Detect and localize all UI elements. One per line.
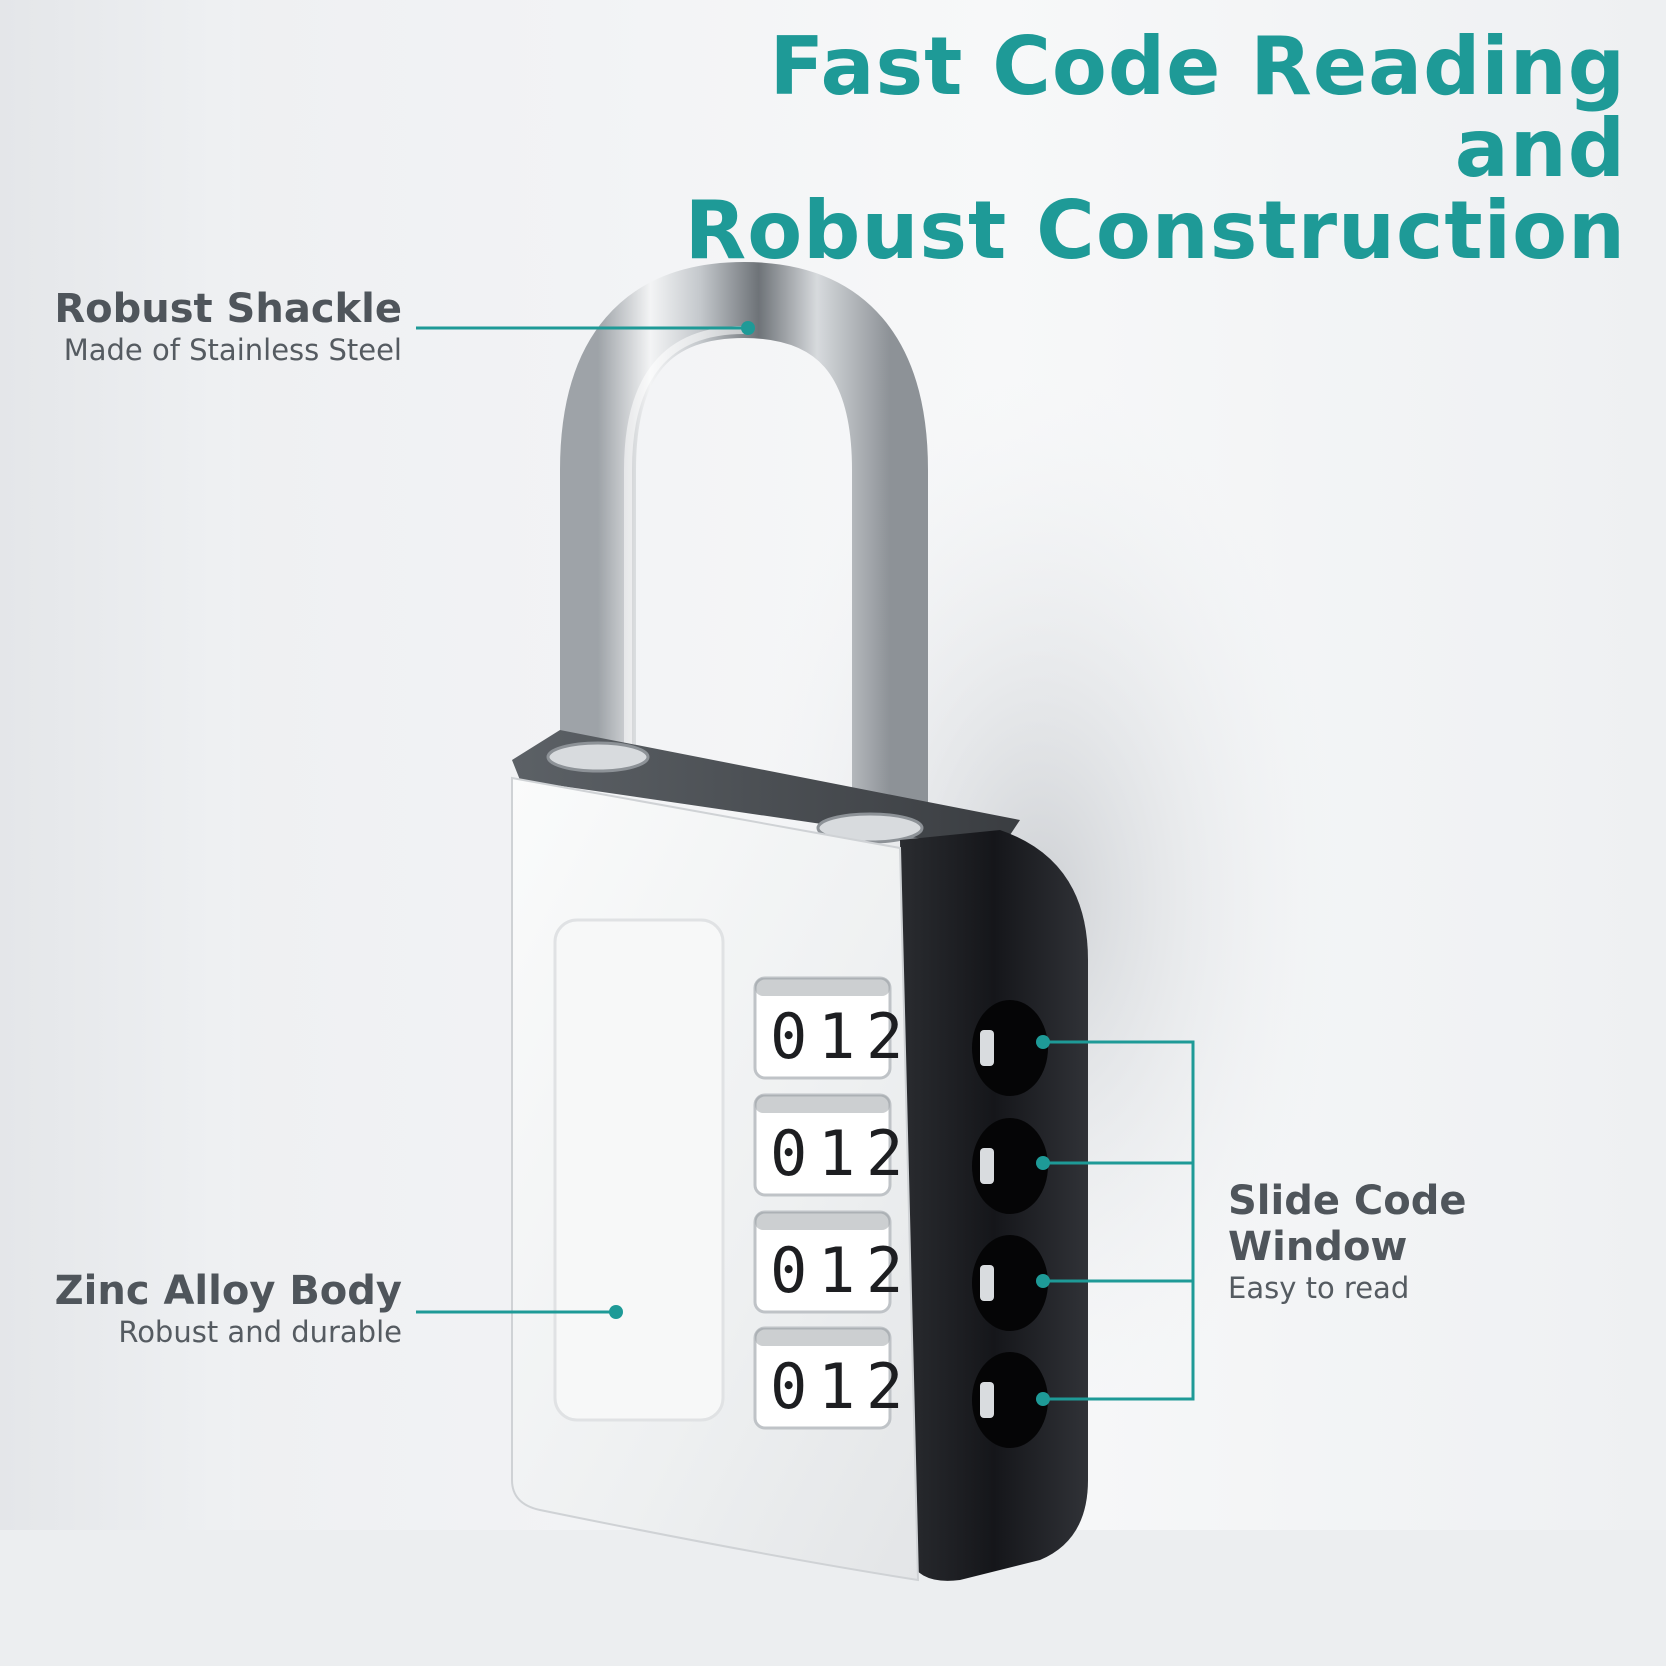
dial-wheel-shade	[755, 1095, 890, 1113]
side-dial-holes	[972, 1000, 1048, 1448]
shackle	[560, 261, 928, 840]
callout-dots	[609, 321, 1050, 1406]
shackle-highlight	[624, 326, 745, 760]
callout-robust-shackle: Robust Shackle Made of Stainless Steel	[0, 286, 402, 368]
label-panel	[553, 918, 725, 1422]
dial-digit: 0	[770, 1000, 807, 1073]
callout-slide-code-window: Slide Code Window Easy to read	[1228, 1178, 1648, 1306]
dial-digit: 1	[818, 1117, 855, 1190]
headline: Fast Code Reading and Robust Constructio…	[626, 26, 1626, 272]
callout-subtitle: Robust and durable	[118, 1315, 402, 1349]
callout-subtitle: Made of Stainless Steel	[63, 333, 402, 367]
dial-digit: 1	[818, 1000, 855, 1073]
callout-title: Slide Code Window	[1228, 1178, 1467, 1270]
dial-digit: 2	[866, 1350, 903, 1423]
dial-digit: 2	[866, 1234, 903, 1307]
dial-digit: 0	[770, 1234, 807, 1307]
shackle-callout-dot	[741, 321, 755, 335]
callout-title: Robust Shackle	[54, 286, 402, 332]
headline-line-1: Fast Code Reading and	[769, 20, 1626, 195]
dial-digit: 0	[770, 1117, 807, 1190]
body-callout-dot	[609, 1305, 623, 1319]
dial-digit: 0	[770, 1350, 807, 1423]
callout-title: Zinc Alloy Body	[54, 1268, 402, 1314]
callout-lines	[416, 326, 1195, 1401]
dial-wheel-shade	[755, 1212, 890, 1230]
window-callout-bracket	[1043, 1040, 1195, 1401]
dial-wheel-shade	[755, 1328, 890, 1346]
shackle-hole-left	[546, 741, 650, 773]
dial-digit: 2	[866, 1117, 903, 1190]
dial-digit: 2	[866, 1000, 903, 1073]
callout-subtitle: Easy to read	[1228, 1271, 1410, 1305]
dial-digit: 1	[818, 1350, 855, 1423]
headline-line-2: Robust Construction	[684, 184, 1626, 277]
dial-wheel-shade	[755, 978, 890, 996]
callout-zinc-alloy-body: Zinc Alloy Body Robust and durable	[0, 1268, 402, 1350]
dial-digit: 1	[818, 1234, 855, 1307]
wall-left-panel	[0, 0, 240, 1666]
